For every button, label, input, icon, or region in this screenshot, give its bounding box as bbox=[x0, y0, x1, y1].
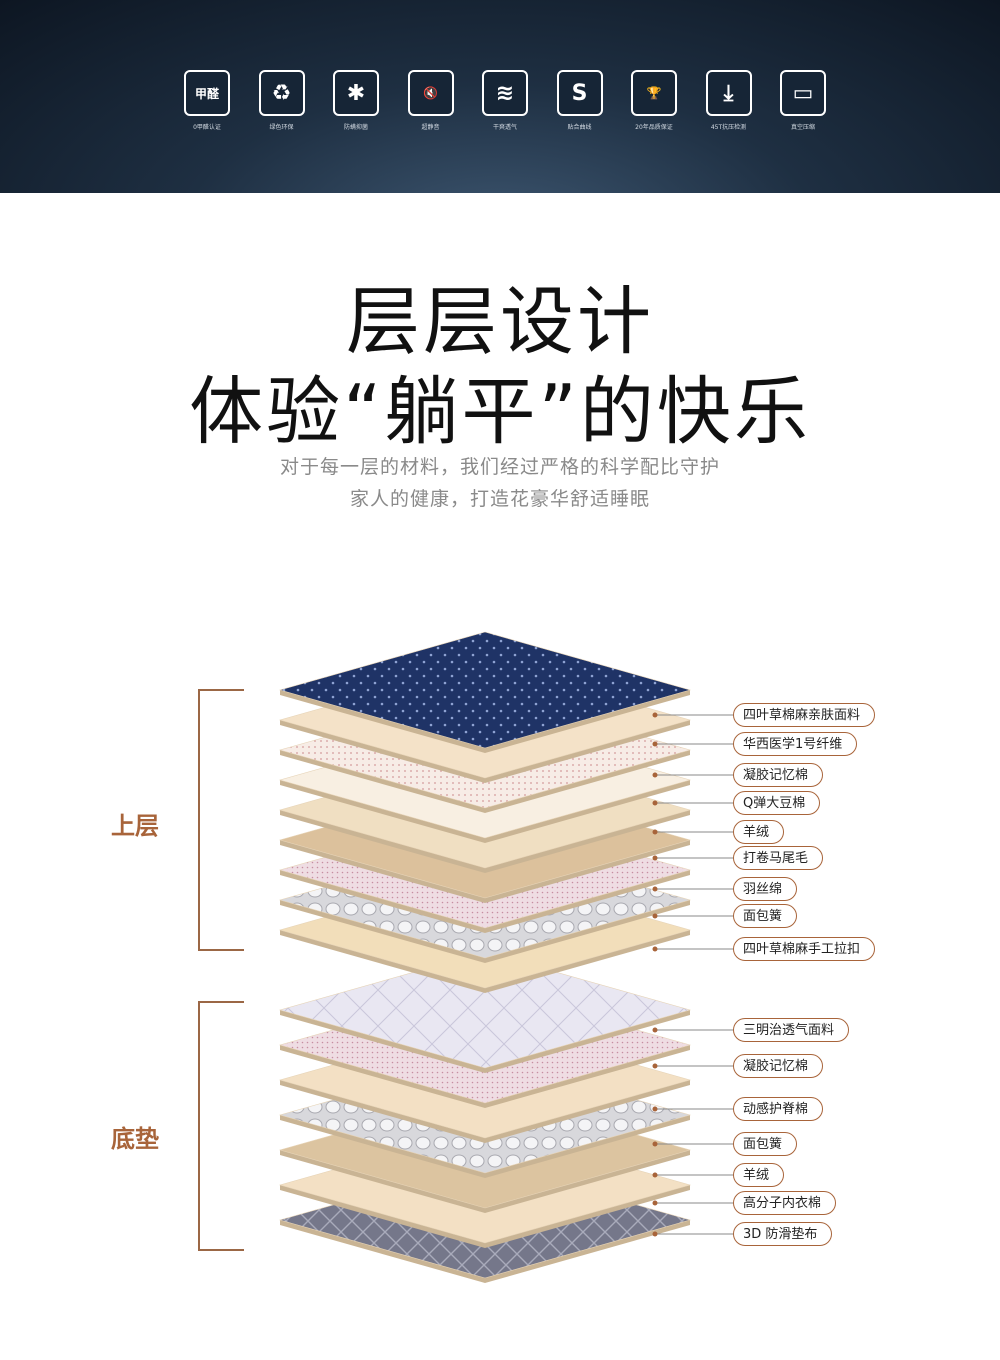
feature-glyph: ♻ bbox=[271, 80, 292, 106]
mute-speaker-icon: 🔇 bbox=[407, 70, 454, 116]
leader-dot bbox=[652, 1231, 658, 1237]
feature-glyph: ✱ bbox=[346, 80, 366, 106]
feature-caption: 真空压缩 bbox=[790, 124, 815, 131]
feature-caption: 45T抗压检测 bbox=[710, 124, 747, 131]
feature-item: ⤓ 45T抗压检测 bbox=[698, 70, 760, 131]
breathable-icon: ≋ bbox=[482, 70, 528, 116]
upper-bracket bbox=[198, 689, 244, 951]
leader-dot bbox=[652, 886, 658, 892]
double-s-icon: S bbox=[556, 70, 603, 116]
feature-item: 🏆 20年品质保证 bbox=[623, 70, 685, 131]
layer-label: 面包簧 bbox=[733, 1132, 798, 1156]
leader-dot bbox=[652, 800, 658, 806]
layer-label: 高分子内衣棉 bbox=[733, 1191, 837, 1215]
leader-dot bbox=[652, 913, 658, 919]
leader-dot bbox=[652, 712, 658, 718]
anti-mite-icon: ✱ bbox=[333, 70, 379, 116]
subtitle-line-1: 对于每一层的材料，我们经过严格的科学配比守护 bbox=[279, 456, 720, 478]
no-formaldehyde-icon: 甲醛 bbox=[184, 70, 230, 116]
feature-item: ≋ 干爽透气 bbox=[474, 70, 536, 131]
leader-dot bbox=[652, 1063, 658, 1069]
layer-label: 四叶草棉麻亲肤面料 bbox=[733, 703, 876, 727]
layer-label: 3D 防滑垫布 bbox=[733, 1222, 833, 1246]
feature-glyph: ⤓ bbox=[723, 80, 734, 106]
feature-glyph: 🔇 bbox=[423, 86, 438, 100]
feature-item: ▭ 真空压缩 bbox=[772, 70, 834, 131]
headline-line-2: 体验“躺平”的快乐 bbox=[189, 369, 811, 455]
feature-caption: 干爽透气 bbox=[492, 124, 517, 131]
leader-dot bbox=[652, 855, 658, 861]
layer-label: 羊绒 bbox=[733, 820, 785, 844]
leader-dot bbox=[652, 1141, 658, 1147]
layer-label: 凝胶记忆棉 bbox=[733, 1054, 824, 1078]
feature-item: S 贴合曲线 bbox=[549, 70, 611, 131]
headline-line-1: 层层设计 bbox=[346, 279, 654, 365]
feature-item: 🔇 超静音 bbox=[400, 70, 462, 131]
feature-glyph: S bbox=[571, 80, 588, 106]
subtitle-line-2: 家人的健康，打造花豪华舒适睡眠 bbox=[349, 488, 650, 510]
feature-item: 甲醛 0甲醛认证 bbox=[176, 70, 238, 131]
vacuum-pack-icon: ▭ bbox=[780, 70, 826, 116]
feature-glyph: ≋ bbox=[495, 80, 515, 106]
layer-label: 华西医学1号纤维 bbox=[733, 732, 858, 756]
feature-glyph: ▭ bbox=[792, 80, 814, 106]
layer-label: Q弹大豆棉 bbox=[733, 791, 821, 815]
feature-glyph: 甲醛 bbox=[194, 86, 219, 101]
layer-label: 动感护脊棉 bbox=[733, 1097, 824, 1121]
group-label-upper: 上层 bbox=[111, 812, 159, 840]
leader-dot bbox=[652, 946, 658, 952]
feature-glyph: 🏆 bbox=[646, 86, 662, 100]
leader-dot bbox=[652, 1200, 658, 1206]
base-bracket bbox=[198, 1001, 244, 1251]
mattress-layer bbox=[278, 631, 692, 749]
leader-dot bbox=[652, 1027, 658, 1033]
layer-label: 四叶草棉麻手工拉扣 bbox=[733, 937, 876, 961]
leader-dot bbox=[652, 741, 658, 747]
top-banner: 甲醛 0甲醛认证 ♻ 绿色环保 ✱ 防螨抑菌 🔇 超静音 ≋ 干爽透气 S 贴合曲线 🏆 20年品质保证 ⤓… bbox=[0, 0, 1000, 193]
feature-item: ✱ 防螨抑菌 bbox=[325, 70, 387, 131]
group-label-base: 底垫 bbox=[111, 1125, 159, 1153]
layer-label: 羽丝绵 bbox=[733, 877, 798, 901]
feature-caption: 20年品质保证 bbox=[635, 124, 673, 131]
leader-dot bbox=[652, 829, 658, 835]
trophy-icon: 🏆 bbox=[631, 70, 677, 116]
feature-item: ♻ 绿色环保 bbox=[251, 70, 313, 131]
feature-caption: 绿色环保 bbox=[269, 124, 294, 131]
mattress-layer bbox=[278, 951, 692, 1069]
layer-label: 羊绒 bbox=[733, 1163, 785, 1187]
leader-dot bbox=[652, 1106, 658, 1112]
feature-icon-row: 甲醛 0甲醛认证 ♻ 绿色环保 ✱ 防螨抑菌 🔇 超静音 ≋ 干爽透气 S 贴合曲线 🏆 20年品质保证 ⤓… bbox=[176, 70, 836, 140]
leader-dot bbox=[652, 772, 658, 778]
layer-label: 凝胶记忆棉 bbox=[733, 763, 824, 787]
feature-caption: 0甲醛认证 bbox=[193, 124, 221, 131]
feature-caption: 贴合曲线 bbox=[567, 124, 592, 131]
feature-caption: 防螨抑菌 bbox=[343, 124, 368, 131]
layer-label: 打卷马尾毛 bbox=[733, 846, 824, 870]
leader-dot bbox=[652, 1172, 658, 1178]
layer-label: 面包簧 bbox=[733, 904, 798, 928]
pressure-test-icon: ⤓ bbox=[705, 70, 752, 116]
layer-label: 三明治透气面料 bbox=[733, 1018, 850, 1042]
recycle-icon: ♻ bbox=[258, 70, 305, 116]
feature-caption: 超静音 bbox=[421, 124, 440, 131]
